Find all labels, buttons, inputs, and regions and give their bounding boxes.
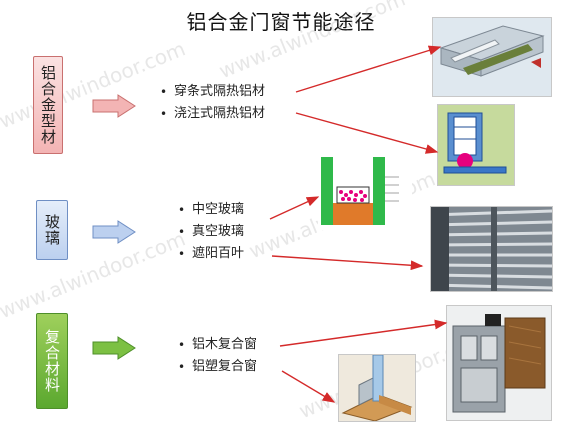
list-item: •真空玻璃 (178, 221, 244, 243)
poured-profile-illustration (438, 105, 514, 185)
bullet-icon: • (160, 107, 168, 121)
block-arrow-icon (92, 336, 136, 360)
arrow-to-poured-profile (295, 112, 439, 154)
bullet-icon: • (160, 85, 168, 99)
insulating-glass-diagram (318, 156, 412, 230)
bullet-icon: • (178, 203, 186, 217)
category-box-aluminum-profile: 铝合金型材 (33, 56, 63, 154)
category-box-glass: 玻璃 (36, 200, 68, 260)
bullet-icon: • (178, 247, 186, 261)
glass-section-illustration (321, 157, 399, 225)
list-item: •铝塑复合窗 (178, 356, 257, 378)
thermal-break-profile-image (432, 17, 552, 97)
aluminum-wood-composite-image (446, 305, 552, 421)
profile-illustration (433, 18, 551, 96)
louver-illustration (431, 207, 552, 291)
list-item: •穿条式隔热铝材 (160, 81, 265, 103)
arrow-to-insulating-glass (269, 196, 320, 220)
list-item: •遮阳百叶 (178, 243, 244, 265)
composite-profile-illustration (447, 306, 551, 420)
item-list-aluminum: •穿条式隔热铝材 •浇注式隔热铝材 (160, 81, 265, 125)
item-list-glass: •中空玻璃 •真空玻璃 •遮阳百叶 (178, 199, 244, 265)
aluminum-plastic-composite-image (338, 354, 416, 422)
block-arrow-icon (92, 220, 136, 244)
bullet-icon: • (178, 338, 186, 352)
list-item: •铝木复合窗 (178, 334, 257, 356)
alu-plastic-illustration (339, 355, 415, 421)
arrow-to-thermal-break-profile (295, 45, 442, 93)
poured-thermal-break-image (437, 104, 515, 186)
category-label: 复合材料 (43, 329, 61, 393)
page-title: 铝合金门窗节能途径 (186, 10, 376, 34)
bullet-icon: • (178, 225, 186, 239)
list-item: •浇注式隔热铝材 (160, 103, 265, 125)
item-list-composite: •铝木复合窗 •铝塑复合窗 (178, 334, 257, 378)
category-label: 玻璃 (43, 214, 61, 246)
list-item: •中空玻璃 (178, 199, 244, 221)
category-box-composite: 复合材料 (36, 313, 68, 409)
arrow-to-alu-wood (279, 319, 448, 347)
arrow-to-alu-plastic (281, 370, 336, 403)
bullet-icon: • (178, 360, 186, 374)
sunshade-louver-image (430, 206, 553, 292)
block-arrow-icon (92, 94, 136, 118)
arrow-to-louver (271, 255, 424, 271)
category-label: 铝合金型材 (39, 65, 57, 145)
